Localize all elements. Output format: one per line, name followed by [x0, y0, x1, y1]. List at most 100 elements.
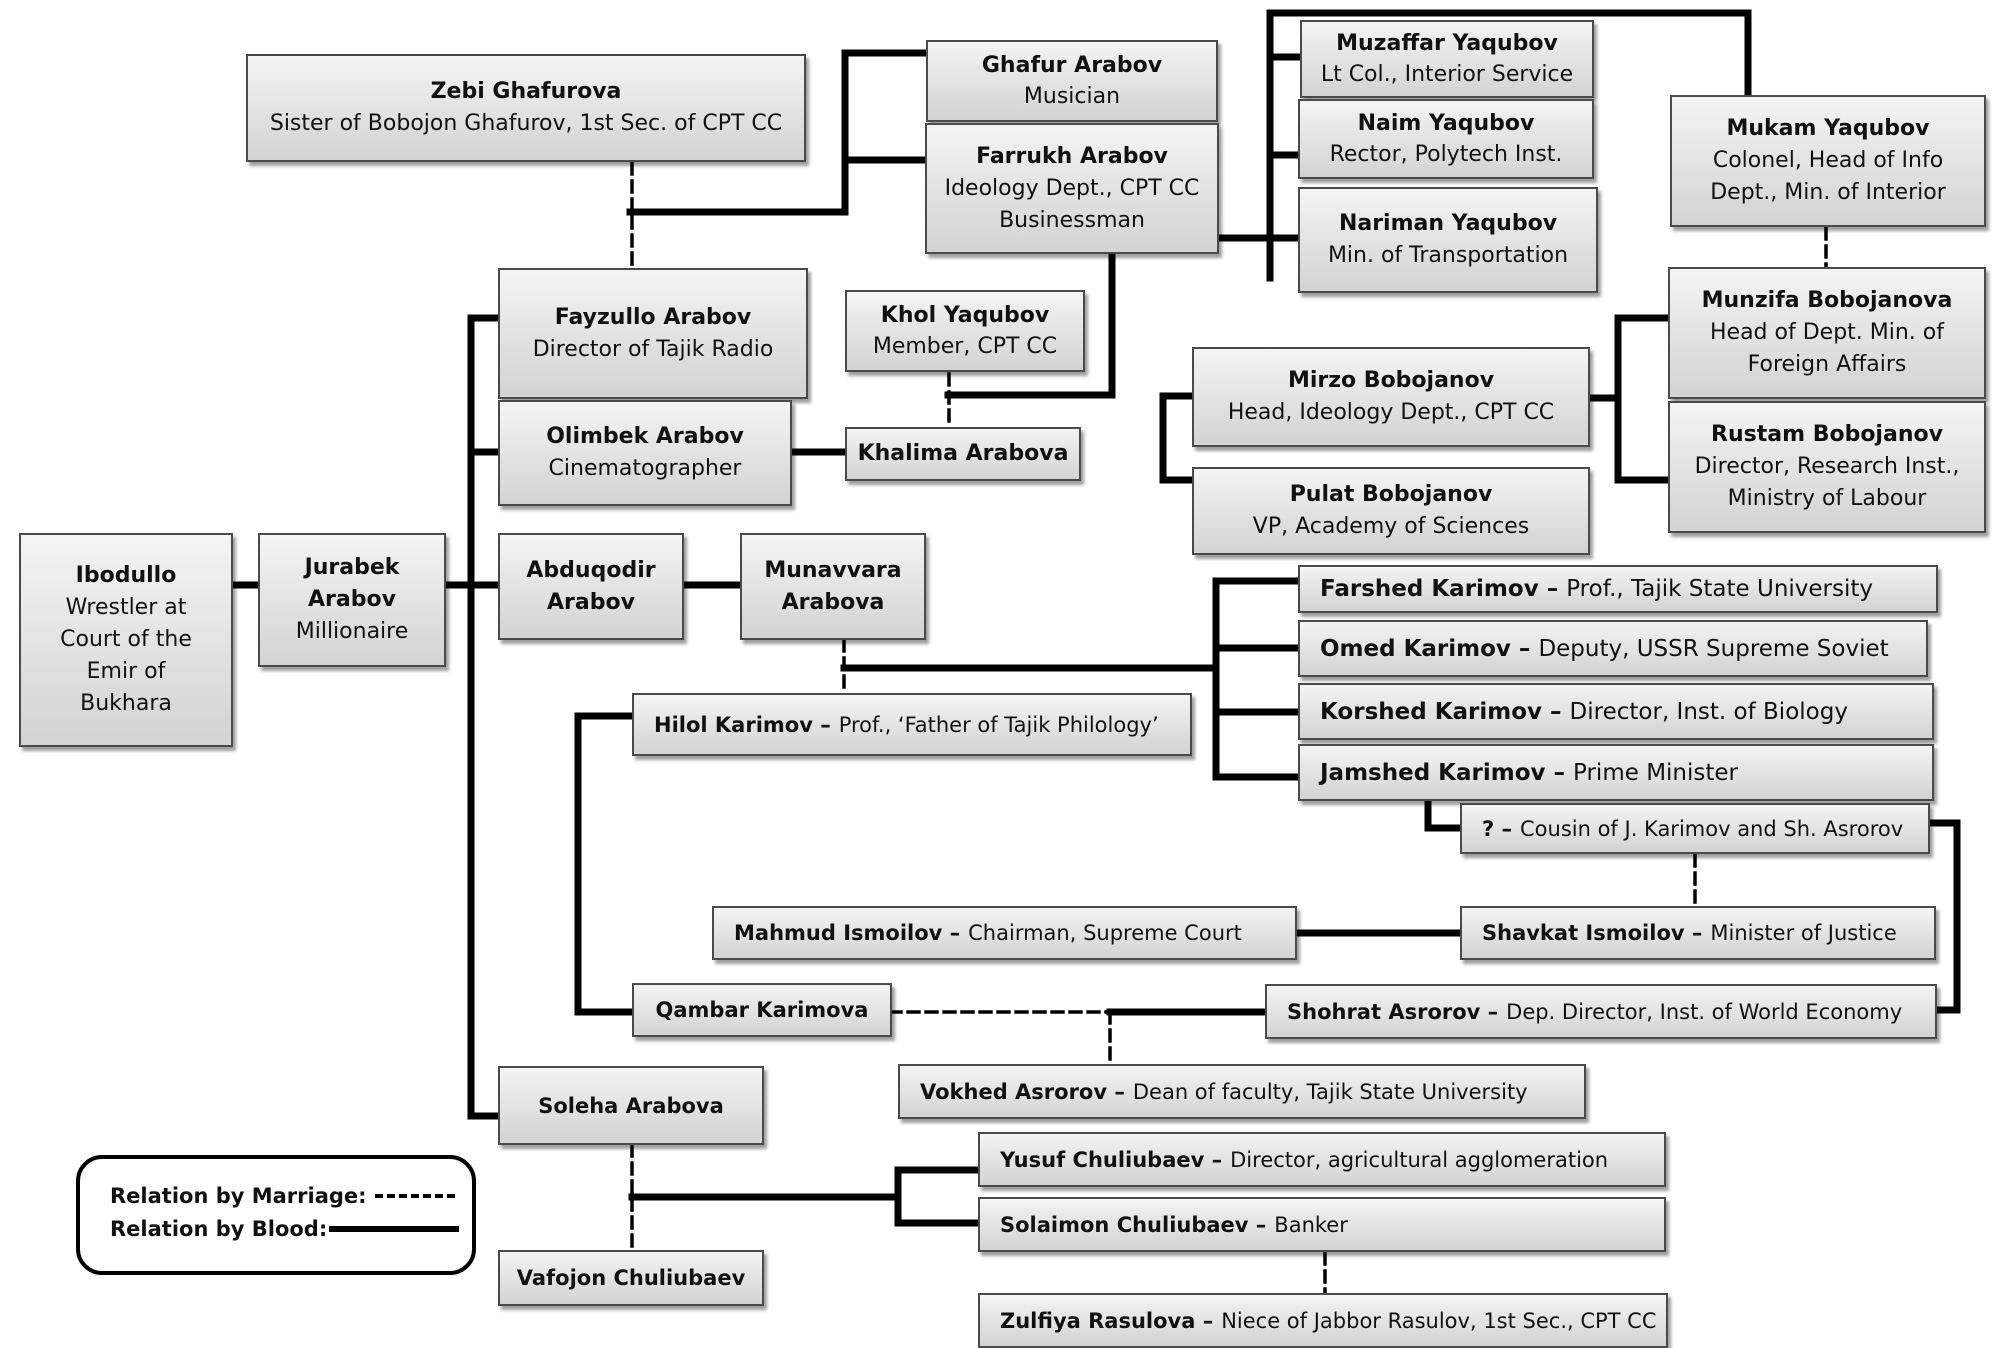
person-omed-karimov: Omed Karimov – Deputy, USSR Supreme Sovi…	[1298, 620, 1928, 677]
person-name: Mirzo Bobojanov	[1287, 368, 1495, 393]
person-name: Nariman Yaqubov	[1338, 211, 1558, 236]
person-description: Cinematographer	[548, 456, 742, 481]
person-name: Naim Yaqubov	[1357, 111, 1535, 136]
person-name: Shohrat Asrorov –	[1287, 999, 1499, 1024]
person-name: Khalima Arabova	[857, 441, 1069, 466]
person-name: Fayzullo Arabov	[554, 304, 752, 330]
person-name: Ibodullo	[75, 563, 177, 588]
person-description: Wrestler at Court of the Emir of Bukhara	[60, 595, 192, 716]
person-rustam-bobojanov: Rustam Bobojanov Director, Research Inst…	[1668, 401, 1986, 533]
person-jurabek-arabov: Jurabek Arabov Millionaire	[258, 533, 446, 667]
blood-line	[1614, 314, 1672, 484]
person-description: Colonel, Head of Info Dept., Min. of Int…	[1710, 148, 1946, 205]
person-description: Sister of Bobojon Ghafurov, 1st Sec. of …	[269, 111, 783, 136]
person-farshed-karimov: Farshed Karimov – Prof., Tajik State Uni…	[1298, 565, 1938, 613]
legend: Relation by Marriage: Relation by Blood:	[76, 1155, 476, 1275]
person-munzifa-bobojanova: Munzifa Bobojanova Head of Dept. Min. of…	[1668, 267, 1986, 399]
person-description: Min. of Transportation	[1327, 243, 1569, 268]
person-cousin-unknown: ? – Cousin of J. Karimov and Sh. Asrorov	[1460, 803, 1930, 854]
person-naim-yaqubov: Naim Yaqubov Rector, Polytech Inst.	[1298, 99, 1594, 179]
person-description: Musician	[1023, 84, 1121, 109]
person-name: Pulat Bobojanov	[1289, 482, 1493, 507]
person-name: Qambar Karimova	[655, 998, 869, 1022]
legend-marriage: Relation by Marriage:	[110, 1179, 472, 1212]
person-name: Jurabek Arabov	[304, 555, 400, 612]
person-solaimon-chuliubaev: Solaimon Chuliubaev – Banker	[978, 1197, 1666, 1252]
person-description: Cousin of J. Karimov and Sh. Asrorov	[1520, 816, 1904, 841]
person-name: Zebi Ghafurova	[430, 79, 622, 104]
legend-blood-label: Relation by Blood:	[110, 1216, 328, 1241]
person-muzaffar-yaqubov: Muzaffar Yaqubov Lt Col., Interior Servi…	[1300, 20, 1594, 98]
person-name: Jamshed Karimov –	[1320, 759, 1566, 786]
person-description: Prof., Tajik State University	[1566, 576, 1874, 602]
person-name: ? –	[1482, 816, 1512, 841]
blood-line	[894, 1193, 982, 1227]
person-zebi-ghafurova: Zebi Ghafurova Sister of Bobojon Ghafuro…	[246, 54, 806, 162]
person-description: Millionaire	[295, 619, 409, 644]
person-description: Director of Tajik Radio	[532, 336, 774, 362]
person-description: Director, agricultural agglomeration	[1230, 1147, 1609, 1172]
person-description: Chairman, Supreme Court	[968, 921, 1242, 945]
legend-marriage-label: Relation by Marriage:	[110, 1183, 367, 1208]
person-name: Farshed Karimov –	[1320, 576, 1559, 602]
person-description: Dean of faculty, Tajik State University	[1132, 1079, 1528, 1104]
person-yusuf-chuliubaev: Yusuf Chuliubaev – Director, agricultura…	[978, 1132, 1666, 1187]
person-name: Soleha Arabova	[538, 1093, 724, 1118]
person-name: Farrukh Arabov	[976, 143, 1168, 169]
blood-line	[1212, 577, 1302, 781]
blood-line	[1266, 9, 1752, 99]
person-description: Banker	[1274, 1212, 1348, 1237]
blood-line	[1159, 392, 1194, 484]
blood-line	[574, 712, 636, 1016]
person-name: Korshed Karimov –	[1320, 698, 1562, 725]
person-description: Head of Dept. Min. of Foreign Affairs	[1710, 320, 1944, 377]
person-vafojon-chuliubaev: Vafojon Chuliubaev	[498, 1250, 764, 1306]
person-abduqodir-arabov: Abduqodir Arabov	[498, 533, 684, 640]
person-khalima-arabova: Khalima Arabova	[845, 427, 1081, 481]
person-name: Abduqodir Arabov	[526, 557, 656, 615]
person-zulfiya-rasulova: Zulfiya Rasulova – Niece of Jabbor Rasul…	[978, 1293, 1668, 1348]
person-name: Zulfiya Rasulova –	[1000, 1308, 1214, 1333]
blood-line	[1926, 819, 1961, 1014]
person-description: Ideology Dept., CPT CC Businessman	[944, 175, 1200, 233]
person-pulat-bobojanov: Pulat Bobojanov VP, Academy of Sciences	[1192, 467, 1590, 555]
solid-line-swatch	[329, 1225, 460, 1232]
person-description: VP, Academy of Sciences	[1252, 514, 1530, 539]
person-olimbek-arabov: Olimbek Arabov Cinematographer	[498, 400, 792, 506]
blood-line	[628, 1166, 982, 1201]
person-description: Head, Ideology Dept., CPT CC	[1227, 400, 1555, 425]
person-jamshed-karimov: Jamshed Karimov – Prime Minister	[1298, 744, 1934, 801]
person-description: Director, Research Inst., Ministry of La…	[1694, 454, 1960, 511]
person-description: Niece of Jabbor Rasulov, 1st Sec., CPT C…	[1221, 1308, 1657, 1333]
person-qambar-karimova: Qambar Karimova	[632, 983, 892, 1037]
person-description: Dep. Director, Inst. of World Economy	[1506, 999, 1903, 1024]
dashed-line-swatch	[374, 1193, 455, 1198]
person-name: Muzaffar Yaqubov	[1336, 31, 1558, 56]
person-mirzo-bobojanov: Mirzo Bobojanov Head, Ideology Dept., CP…	[1192, 347, 1590, 447]
blood-line	[467, 314, 502, 1120]
person-soleha-arabova: Soleha Arabova	[498, 1066, 764, 1145]
person-name: Yusuf Chuliubaev –	[1000, 1147, 1223, 1172]
person-hilol-karimov: Hilol Karimov – Prof., ‘Father of Tajik …	[632, 693, 1192, 756]
person-farrukh-arabov: Farrukh Arabov Ideology Dept., CPT CC Bu…	[925, 123, 1219, 254]
person-ghafur-arabov: Ghafur Arabov Musician	[926, 40, 1218, 122]
person-description: Minister of Justice	[1710, 921, 1897, 945]
person-name: Hilol Karimov –	[654, 712, 831, 737]
person-name: Rustam Bobojanov	[1711, 422, 1943, 447]
person-fayzullo-arabov: Fayzullo Arabov Director of Tajik Radio	[498, 268, 808, 399]
blood-line	[626, 49, 929, 216]
person-vokhed-asrorov: Vokhed Asrorov – Dean of faculty, Tajik …	[898, 1064, 1586, 1119]
person-munavvara-arabova: Munavvara Arabova	[740, 533, 926, 640]
blood-line	[1424, 796, 1464, 832]
person-name: Solaimon Chuliubaev –	[1000, 1212, 1267, 1237]
person-description: Deputy, USSR Supreme Soviet	[1538, 635, 1889, 662]
person-shavkat-ismoilov: Shavkat Ismoilov – Minister of Justice	[1460, 906, 1936, 960]
person-description: Director, Inst. of Biology	[1569, 698, 1848, 725]
person-name: Vokhed Asrorov –	[920, 1079, 1125, 1104]
person-name: Shavkat Ismoilov –	[1482, 921, 1703, 945]
person-shohrat-asrorov: Shohrat Asrorov – Dep. Director, Inst. o…	[1265, 984, 1937, 1039]
person-name: Mukam Yaqubov	[1726, 116, 1930, 141]
person-ibodullo: Ibodullo Wrestler at Court of the Emir o…	[19, 533, 233, 747]
person-description: Member, CPT CC	[872, 334, 1058, 359]
